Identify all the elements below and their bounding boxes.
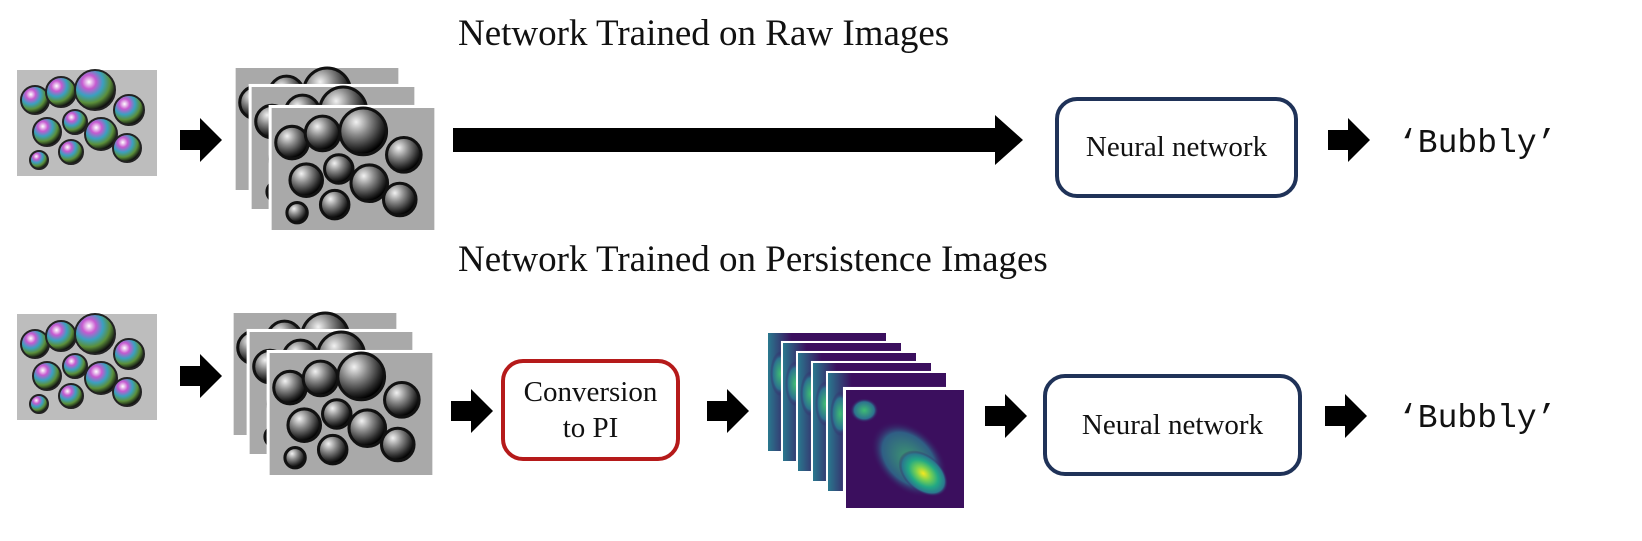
grayscale-image-stack — [231, 310, 436, 479]
right-arrow-icon — [985, 394, 1027, 438]
neural-network-label-1: Neural network — [1085, 131, 1268, 164]
grayscale-image-stack — [233, 65, 438, 234]
long-arrow-icon — [453, 115, 1023, 165]
neural-network-box-1: Neural network — [1055, 97, 1298, 198]
conversion-label: Conversion to PI — [523, 375, 658, 444]
output-label-2: ‘Bubbly’ — [1398, 400, 1557, 437]
row2-title: Network Trained on Persistence Images — [458, 239, 1048, 280]
right-arrow-icon — [1328, 118, 1370, 162]
persistence-image-stack — [765, 330, 968, 513]
right-arrow-icon — [180, 354, 222, 398]
row1-title: Network Trained on Raw Images — [458, 13, 950, 54]
right-arrow-icon — [707, 389, 749, 433]
output-label-1: ‘Bubbly’ — [1398, 125, 1557, 162]
color-bubble-image — [16, 313, 158, 421]
right-arrow-icon — [451, 389, 493, 433]
neural-network-box-2: Neural network — [1043, 374, 1302, 476]
color-bubble-image — [16, 69, 158, 177]
right-arrow-icon — [1325, 394, 1367, 438]
neural-network-label-2: Neural network — [1081, 408, 1264, 441]
right-arrow-icon — [180, 118, 222, 162]
conversion-to-pi-box: Conversion to PI — [501, 359, 680, 461]
